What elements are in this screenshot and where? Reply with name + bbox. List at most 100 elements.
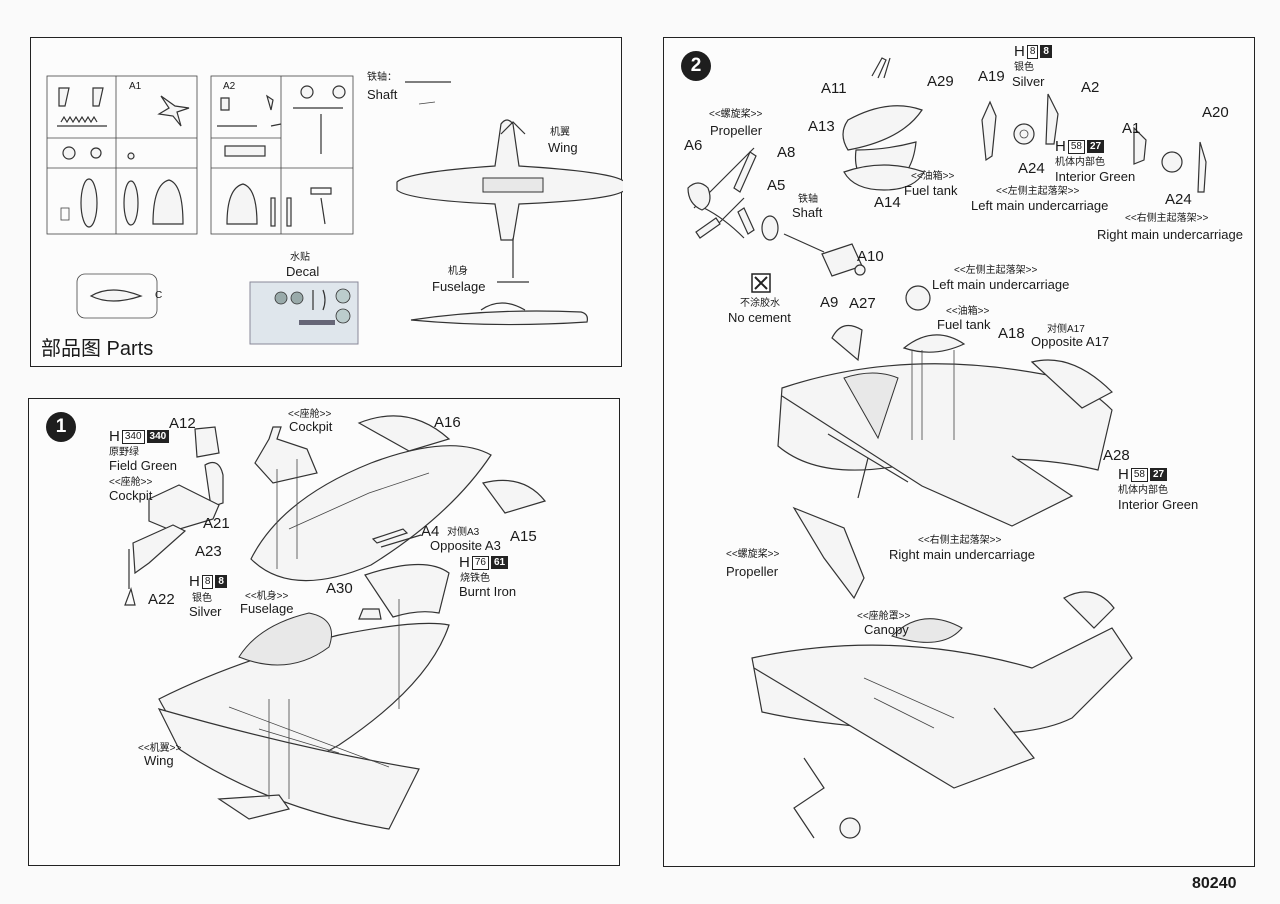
cockpit-top-cn: <<座舱>> xyxy=(288,409,332,420)
no-cement-cn: 不涂胶水 xyxy=(740,298,780,309)
part-a15: A15 xyxy=(510,528,537,545)
no-cement-en: No cement xyxy=(728,310,791,325)
paint-h: H xyxy=(189,573,200,590)
decal-label-cn: 水贴 xyxy=(290,252,310,263)
part-a13: A13 xyxy=(808,118,835,135)
shaft-en: Shaft xyxy=(792,205,823,220)
part-a29: A29 xyxy=(927,73,954,90)
paint-burnt-iron-cn: 烧铁色 xyxy=(460,573,490,584)
parts-title: 部品图 Parts xyxy=(41,338,154,360)
wing-cn: <<机翼>> xyxy=(138,743,182,754)
right-uc-mid-cn: <<右侧主起落架>> xyxy=(918,535,1002,546)
left-uc-mid-cn: <<左侧主起落架>> xyxy=(954,265,1038,276)
sprue-a2-label: A2 xyxy=(223,81,236,92)
part-a20: A20 xyxy=(1202,104,1229,121)
right-uc-top-en: Right main undercarriage xyxy=(1097,227,1243,242)
part-a4: A4 xyxy=(421,523,440,540)
clear-sprue-label: C xyxy=(155,290,163,301)
paint-silver-en: Silver xyxy=(189,604,222,619)
parts-panel: A1 A2 铁轴： Shaft 机翼 Wing 水贴 Decal 机身 Fuse… xyxy=(30,37,623,367)
part-a5: A5 xyxy=(767,177,786,194)
paint-h: H xyxy=(459,554,470,571)
shaft-label-en: Shaft xyxy=(367,87,398,102)
paint-field-green-en: Field Green xyxy=(109,458,177,473)
part-a9: A9 xyxy=(820,294,839,311)
part-a6: A6 xyxy=(684,137,703,154)
paint-code-fill: 8 xyxy=(215,575,227,588)
cockpit-left-cn: <<座舱>> xyxy=(109,477,153,488)
part-a24-right: A24 xyxy=(1165,191,1192,208)
paint-code-box: 76 xyxy=(471,555,489,570)
part-a24-left: A24 xyxy=(1018,160,1045,177)
shaft-label-cn: 铁轴： xyxy=(367,72,397,83)
part-a22: A22 xyxy=(148,591,175,608)
propeller-mid-en: Propeller xyxy=(726,564,779,579)
step1-number: 1 xyxy=(46,412,76,442)
product-code: 80240 xyxy=(1192,875,1237,892)
interior-green-mid-en: Interior Green xyxy=(1118,497,1199,512)
left-uc-mid-en: Left main undercarriage xyxy=(932,277,1070,292)
paint-silver-cn: 银色 xyxy=(1014,62,1034,73)
opposite-a17-cn: 对侧A17 xyxy=(1047,324,1085,335)
propeller-mid-cn: <<螺旋桨>> xyxy=(726,549,780,560)
left-uc-top-cn: <<左侧主起落架>> xyxy=(996,186,1080,197)
paint-code-fill: 8 xyxy=(1040,45,1052,58)
part-a14: A14 xyxy=(874,194,901,211)
part-a8: A8 xyxy=(777,144,796,161)
wing-label-cn: 机翼 xyxy=(550,127,570,138)
paint-code-box: 8 xyxy=(1026,44,1039,59)
right-uc-mid-en: Right main undercarriage xyxy=(889,547,1035,562)
step1-drawing xyxy=(124,415,547,830)
paint-h: H xyxy=(109,428,120,445)
paint-code-box: 8 xyxy=(201,574,214,589)
step2-number: 2 xyxy=(681,51,711,81)
propeller-top-en: Propeller xyxy=(710,123,763,138)
opposite-a3-cn: 对侧A3 xyxy=(447,527,480,538)
paint-h: H xyxy=(1118,466,1129,483)
fuselage-label-cn: 机身 xyxy=(448,266,468,277)
part-a23: A23 xyxy=(195,543,222,560)
cockpit-top-en: Cockpit xyxy=(289,419,333,434)
left-uc-top-en: Left main undercarriage xyxy=(971,198,1109,213)
part-a1: A1 xyxy=(1122,120,1141,137)
step2-drawing xyxy=(687,57,1207,839)
paint-field-green-cn: 原野绿 xyxy=(109,447,139,458)
paint-burnt-iron-en: Burnt Iron xyxy=(459,584,517,599)
interior-green-mid-cn: 机体内部色 xyxy=(1118,485,1168,496)
fuel-tank-mid-en: Fuel tank xyxy=(937,317,991,332)
paint-code-fill: 340 xyxy=(146,430,170,443)
wing-label-en: Wing xyxy=(548,140,578,155)
paint-silver-en: Silver xyxy=(1012,74,1045,89)
part-a10: A10 xyxy=(857,248,884,265)
paint-code-fill: 27 xyxy=(1149,468,1168,481)
part-a2: A2 xyxy=(1081,79,1100,96)
part-a12: A12 xyxy=(169,415,196,432)
part-a28: A28 xyxy=(1103,447,1130,464)
fuel-tank-top-en: Fuel tank xyxy=(904,183,958,198)
decal-label-en: Decal xyxy=(286,264,320,279)
sprue-a1-label: A1 xyxy=(129,81,142,92)
fuel-tank-mid-cn: <<油箱>> xyxy=(946,306,990,317)
parts-drawing xyxy=(46,75,623,345)
paint-code-box: 58 xyxy=(1067,139,1085,154)
paint-code-box: 58 xyxy=(1130,467,1148,482)
canopy-cn: <<座舱罩>> xyxy=(857,611,911,622)
part-a18: A18 xyxy=(998,325,1025,342)
canopy-en: Canopy xyxy=(864,622,909,637)
paint-h: H xyxy=(1055,138,1066,155)
step2-panel: 2 A11 A29 A13 A14 <<油箱>> Fuel tank <<螺旋桨… xyxy=(663,37,1255,867)
paint-silver-cn: 银色 xyxy=(192,593,212,604)
cockpit-left-en: Cockpit xyxy=(109,488,153,503)
part-a30: A30 xyxy=(326,580,353,597)
wing-en: Wing xyxy=(144,753,174,768)
part-a27: A27 xyxy=(849,295,876,312)
part-a11: A11 xyxy=(821,80,847,97)
part-a19: A19 xyxy=(978,68,1005,85)
fuselage-label-en: Fuselage xyxy=(432,279,486,294)
right-uc-top-cn: <<右侧主起落架>> xyxy=(1125,213,1209,224)
